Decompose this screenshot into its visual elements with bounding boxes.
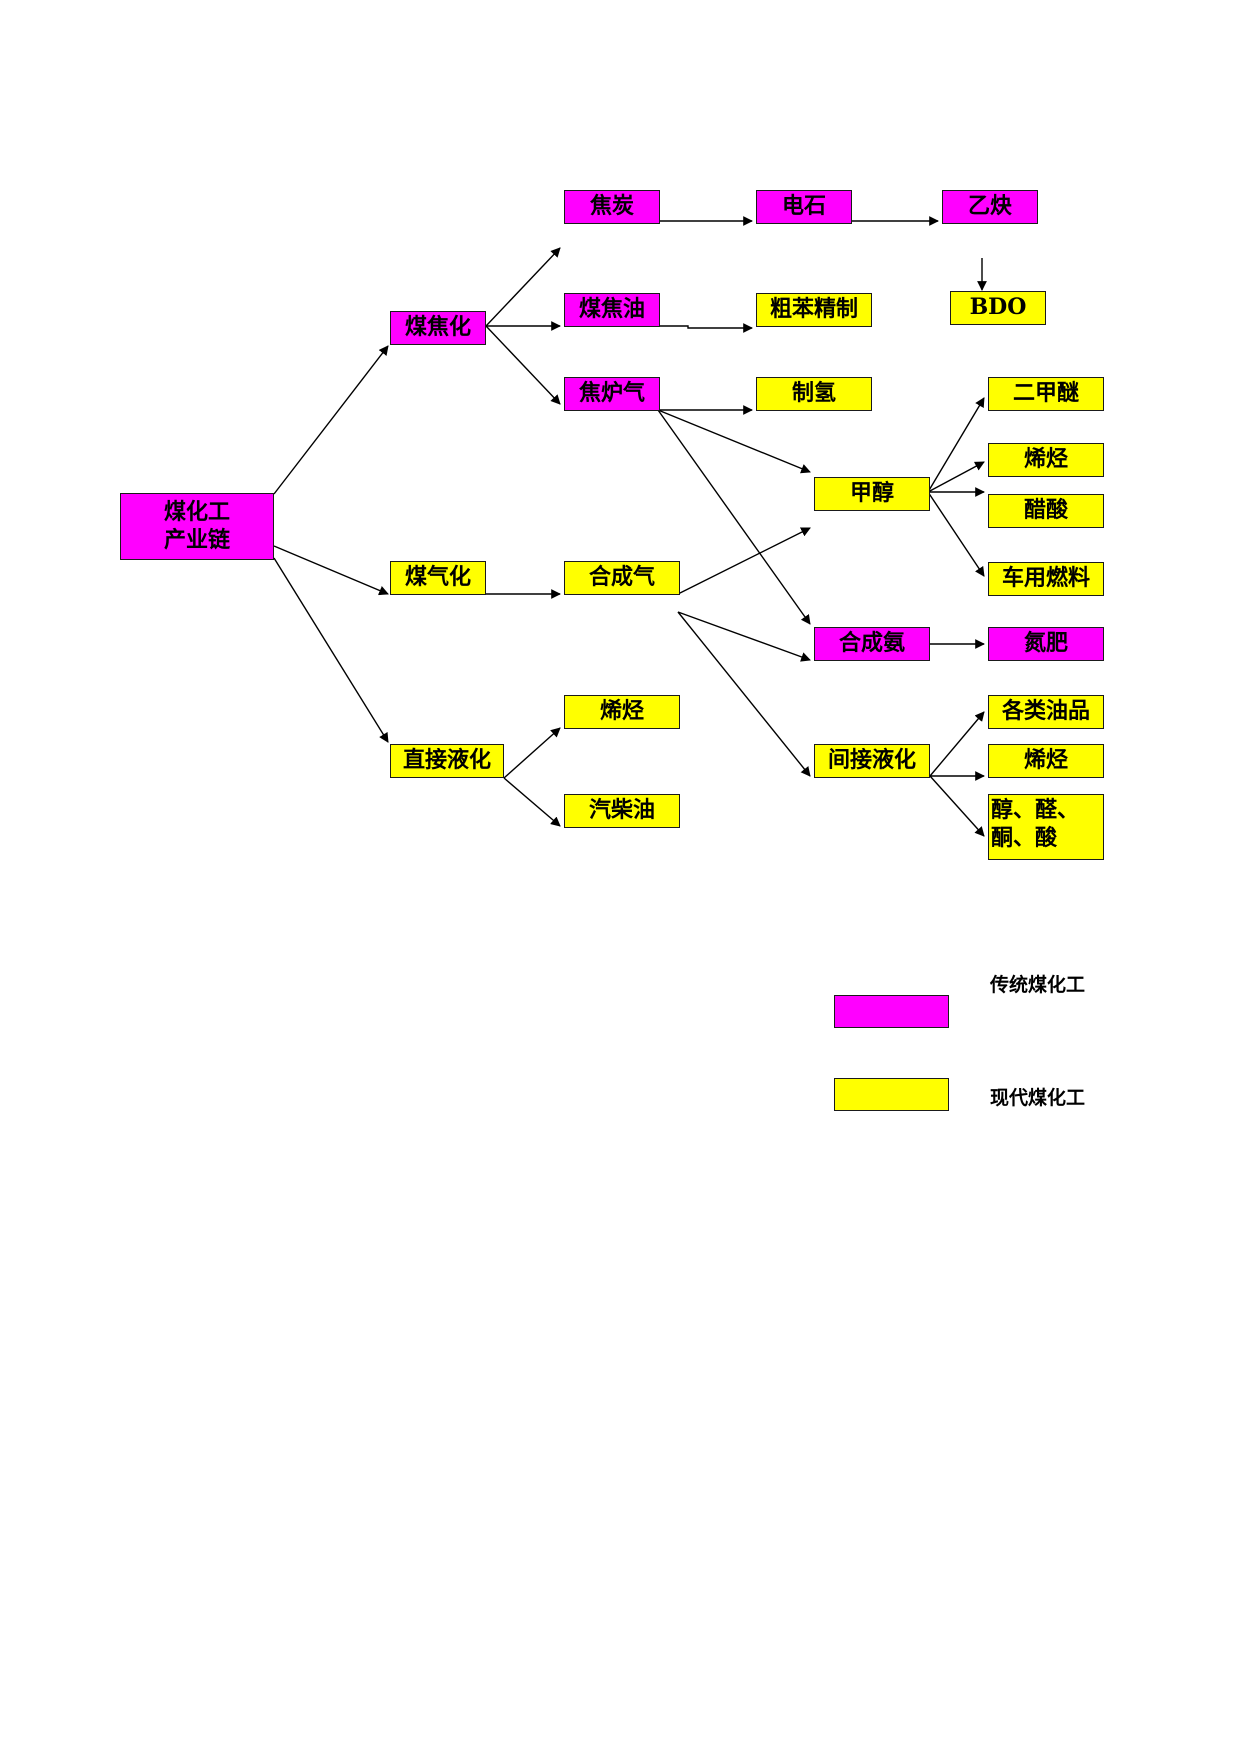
legend-swatch-traditional (834, 995, 949, 1028)
node-bdo: BDO (950, 291, 1046, 325)
node-indirect-liquefaction: 间接液化 (814, 744, 930, 778)
legend-swatch-modern (834, 1078, 949, 1111)
edge-root-coking (273, 345, 389, 495)
node-calcium-carbide: 电石 (756, 190, 852, 224)
node-gasoline-diesel: 汽柴油 (564, 794, 680, 828)
edge-coal-tar-benzene (658, 323, 753, 333)
edge-root-direct-liquefaction (273, 557, 389, 743)
edge-methanol-fuel (927, 491, 985, 577)
node-coke-oven-gas: 焦炉气 (564, 377, 660, 411)
node-olefins-indirect: 烯烃 (988, 744, 1104, 778)
node-acetic-acid: 醋酸 (988, 494, 1104, 528)
edge-methanol-olefins (927, 461, 985, 493)
node-crude-benzene: 粗苯精制 (756, 293, 872, 327)
node-oil-products: 各类油品 (988, 695, 1104, 729)
edge-oven-gas-methanol (657, 409, 811, 474)
edge-coking-coke (485, 247, 561, 327)
legend-label-traditional: 传统煤化工 (990, 974, 1086, 996)
node-acetylene: 乙炔 (942, 190, 1038, 224)
edge-root-gasification (273, 545, 389, 596)
node-fertilizer: 氮肥 (988, 627, 1104, 661)
edge-indirect-oil (929, 711, 985, 777)
edge-indirect-alcohols (929, 775, 985, 837)
node-hydrogen: 制氢 (756, 377, 872, 411)
node-coking: 煤焦化 (390, 311, 486, 345)
node-olefins-methanol: 烯烃 (988, 443, 1104, 477)
edge-oven-gas-ammonia (657, 409, 811, 625)
node-coal-tar: 煤焦油 (564, 293, 660, 327)
node-vehicle-fuel: 车用燃料 (988, 562, 1104, 596)
node-root: 煤化工 产业链 (120, 493, 274, 560)
legend-label-modern: 现代煤化工 (990, 1087, 1086, 1109)
edge-syngas-ammonia (677, 611, 811, 662)
edge-coking-coke-oven-gas (485, 325, 561, 405)
node-gasification: 煤气化 (390, 561, 486, 595)
node-coke: 焦炭 (564, 190, 660, 224)
edge-methanol-dme (927, 397, 985, 493)
node-direct-liquefaction: 直接液化 (390, 744, 504, 778)
edge-syngas-indirect (677, 611, 811, 777)
node-dme: 二甲醚 (988, 377, 1104, 411)
node-methanol: 甲醇 (814, 477, 930, 511)
edge-direct-olefins (503, 727, 561, 779)
edge-direct-gasoline (503, 777, 561, 827)
node-syngas: 合成气 (564, 561, 680, 595)
node-olefins-direct: 烯烃 (564, 695, 680, 729)
node-ammonia: 合成氨 (814, 627, 930, 661)
node-alcohols-aldehydes-ketones-acids: 醇、醛、酮、酸 (988, 794, 1104, 860)
edge-syngas-methanol (677, 527, 811, 595)
